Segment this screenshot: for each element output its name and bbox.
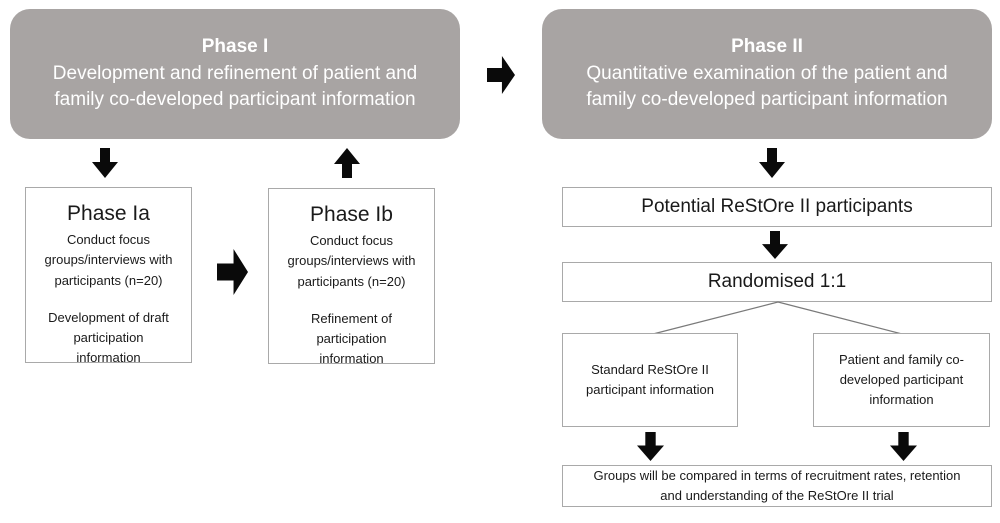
phase-2-node: Phase II Quantitative examination of the… (542, 9, 992, 139)
randomisation-label: Randomised 1:1 (707, 270, 847, 292)
phase-1b-output: Refinement of participation information (311, 310, 392, 366)
randomisation-split-connector (652, 301, 903, 335)
phase-1a-title: Phase Ia (67, 202, 150, 225)
phase-1a-node: Phase Ia Conduct focus groups/interviews… (25, 187, 192, 365)
phase-2-title: Phase II (731, 36, 803, 58)
phase-1b-activity: Conduct focus groups/interviews with par… (287, 233, 416, 289)
phase-2-description: Quantitative examination of the patient … (586, 62, 948, 111)
outcome-label: Groups will be compared in terms of recr… (593, 467, 961, 503)
potential-participants-label: Potential ReStOre II participants (641, 195, 913, 217)
arm-codeveloped-node: Patient and family co- developed partici… (813, 333, 990, 427)
arm-standard-label: Standard ReStOre II participant informat… (586, 361, 714, 397)
arrow-down-icon (759, 148, 785, 178)
randomisation-node: Randomised 1:1 (562, 262, 992, 302)
arrow-down-icon (762, 231, 788, 259)
arrow-right-icon (217, 249, 248, 295)
arrow-down-icon (637, 432, 664, 461)
phase-1a-output: Development of draft participation infor… (48, 309, 169, 365)
arrow-right-icon (487, 56, 515, 94)
arrow-up-icon (334, 148, 360, 178)
phase-1b-node: Phase Ib Conduct focus groups/interviews… (268, 188, 435, 366)
phase-1-description: Development and refinement of patient an… (52, 62, 418, 111)
phase-1a-activity: Conduct focus groups/interviews with par… (44, 232, 173, 288)
arm-codeveloped-label: Patient and family co- developed partici… (838, 351, 964, 408)
phase-1b-title: Phase Ib (310, 203, 393, 226)
phase-1-node: Phase I Development and refinement of pa… (10, 9, 460, 139)
potential-participants-node: Potential ReStOre II participants (562, 187, 992, 227)
arrow-down-icon (890, 432, 917, 461)
arm-standard-node: Standard ReStOre II participant informat… (562, 333, 738, 427)
outcome-node: Groups will be compared in terms of recr… (562, 465, 992, 507)
arrow-down-icon (92, 148, 118, 178)
phase-1-title: Phase I (201, 36, 269, 58)
